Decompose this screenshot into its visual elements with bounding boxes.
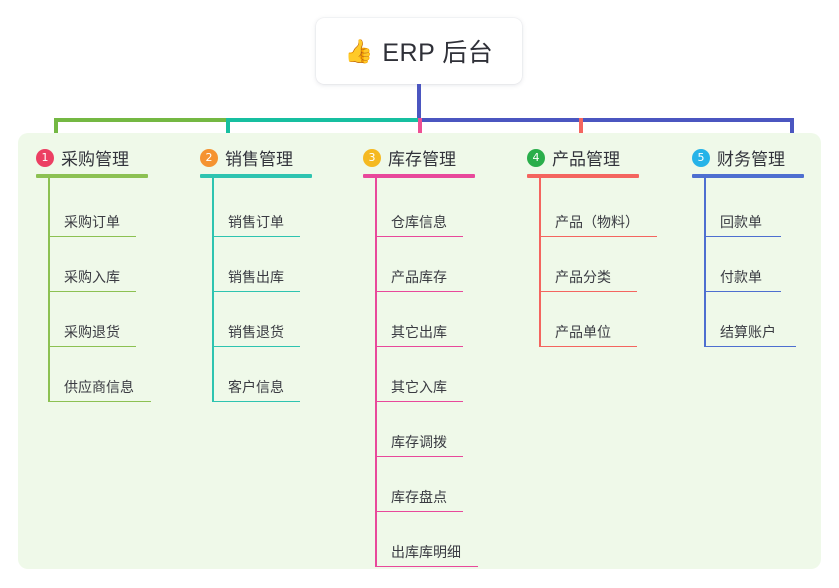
menu-item-underline xyxy=(704,235,781,237)
menu-item-label: 产品分类 xyxy=(555,269,611,285)
menu-item-label: 销售出库 xyxy=(228,269,284,285)
menu-item-label: 回款单 xyxy=(720,214,762,230)
module-title: 财务管理 xyxy=(717,150,785,169)
menu-item-underline xyxy=(48,235,136,237)
menu-item-underline xyxy=(375,400,463,402)
module-number-badge: 3 xyxy=(363,148,381,167)
module-header-underline xyxy=(36,174,148,178)
menu-item-underline xyxy=(539,235,657,237)
menu-item-underline xyxy=(375,510,463,512)
menu-item-label: 仓库信息 xyxy=(391,214,447,230)
menu-item-underline xyxy=(212,400,300,402)
module-header-underline xyxy=(692,174,804,178)
menu-item-underline xyxy=(539,290,637,292)
menu-item[interactable]: 其它入库 xyxy=(375,372,463,402)
modules-panel: 1 采购管理采购订单采购入库采购退货供应商信息 2 销售管理销售订单销售出库销售退货客… xyxy=(18,133,821,569)
module-header-underline xyxy=(527,174,639,178)
connector-bar-segment-2 xyxy=(226,118,418,122)
menu-item-underline xyxy=(48,345,136,347)
module-stem-line xyxy=(539,178,541,347)
menu-item-underline xyxy=(212,235,300,237)
menu-item[interactable]: 其它出库 xyxy=(375,317,463,347)
module-header-2[interactable]: 2 销售管理 xyxy=(200,145,293,170)
menu-item[interactable]: 库存调拨 xyxy=(375,427,463,457)
module-stem-line xyxy=(375,178,377,567)
root-title-card[interactable]: 👍 ERP 后台 xyxy=(316,18,522,84)
module-number-badge: 2 xyxy=(200,148,218,167)
thumbs-up-icon: 👍 xyxy=(344,37,374,64)
menu-item-label: 结算账户 xyxy=(720,324,776,340)
menu-item-label: 库存调拨 xyxy=(391,434,447,450)
menu-item-label: 产品（物料） xyxy=(555,214,639,230)
module-number-badge: 5 xyxy=(692,148,710,167)
menu-item-label: 库存盘点 xyxy=(391,489,447,505)
module-stem-line xyxy=(48,178,50,402)
module-header-underline xyxy=(363,174,475,178)
menu-item[interactable]: 采购退货 xyxy=(48,317,136,347)
module-title: 产品管理 xyxy=(552,150,620,169)
menu-item-underline xyxy=(212,345,300,347)
module-header-5[interactable]: 5 财务管理 xyxy=(692,145,785,170)
menu-item[interactable]: 客户信息 xyxy=(212,372,300,402)
menu-item-label: 出库库明细 xyxy=(391,544,461,560)
menu-item[interactable]: 出库库明细 xyxy=(375,537,478,567)
module-header-underline xyxy=(200,174,312,178)
menu-item-underline xyxy=(704,290,781,292)
menu-item[interactable]: 产品库存 xyxy=(375,262,463,292)
menu-item-underline xyxy=(539,345,637,347)
connector-bar-segment-1 xyxy=(54,118,226,122)
menu-item-label: 客户信息 xyxy=(228,379,284,395)
menu-item[interactable]: 仓库信息 xyxy=(375,207,463,237)
module-header-4[interactable]: 4 产品管理 xyxy=(527,145,620,170)
menu-item[interactable]: 回款单 xyxy=(704,207,781,237)
menu-item-underline xyxy=(375,235,463,237)
menu-item-underline xyxy=(212,290,300,292)
module-title: 销售管理 xyxy=(225,150,293,169)
menu-item-underline xyxy=(375,565,478,567)
menu-item[interactable]: 销售退货 xyxy=(212,317,300,347)
menu-item-label: 销售订单 xyxy=(228,214,284,230)
menu-item-label: 采购订单 xyxy=(64,214,120,230)
module-title: 库存管理 xyxy=(388,150,456,169)
connector-trunk xyxy=(417,84,421,122)
module-stem-line xyxy=(704,178,706,347)
module-stem-line xyxy=(212,178,214,402)
menu-item[interactable]: 销售出库 xyxy=(212,262,300,292)
menu-item[interactable]: 销售订单 xyxy=(212,207,300,237)
menu-item-label: 其它出库 xyxy=(391,324,447,340)
menu-item-underline xyxy=(704,345,796,347)
connector-bar-segment-3 xyxy=(418,118,790,122)
module-title: 采购管理 xyxy=(61,150,129,169)
menu-item-label: 采购退货 xyxy=(64,324,120,340)
menu-item-underline xyxy=(375,455,463,457)
module-number-badge: 1 xyxy=(36,148,54,167)
menu-item-underline xyxy=(375,345,463,347)
module-number-badge: 4 xyxy=(527,148,545,167)
menu-item-label: 产品单位 xyxy=(555,324,611,340)
page-title: ERP 后台 xyxy=(382,39,494,67)
menu-item[interactable]: 产品分类 xyxy=(539,262,637,292)
menu-item[interactable]: 供应商信息 xyxy=(48,372,151,402)
menu-item[interactable]: 库存盘点 xyxy=(375,482,463,512)
menu-item[interactable]: 付款单 xyxy=(704,262,781,292)
root-title-inner: 👍 ERP 后台 xyxy=(345,33,494,69)
module-header-3[interactable]: 3 库存管理 xyxy=(363,145,456,170)
menu-item[interactable]: 产品单位 xyxy=(539,317,637,347)
menu-item[interactable]: 结算账户 xyxy=(704,317,796,347)
menu-item[interactable]: 采购入库 xyxy=(48,262,136,292)
menu-item-label: 付款单 xyxy=(720,269,762,285)
menu-item-label: 产品库存 xyxy=(391,269,447,285)
menu-item[interactable]: 产品（物料） xyxy=(539,207,657,237)
menu-item[interactable]: 采购订单 xyxy=(48,207,136,237)
menu-item-label: 其它入库 xyxy=(391,379,447,395)
menu-item-underline xyxy=(48,400,151,402)
module-header-1[interactable]: 1 采购管理 xyxy=(36,145,129,170)
menu-item-underline xyxy=(375,290,463,292)
menu-item-label: 采购入库 xyxy=(64,269,120,285)
menu-item-label: 供应商信息 xyxy=(64,379,134,395)
menu-item-label: 销售退货 xyxy=(228,324,284,340)
menu-item-underline xyxy=(48,290,136,292)
